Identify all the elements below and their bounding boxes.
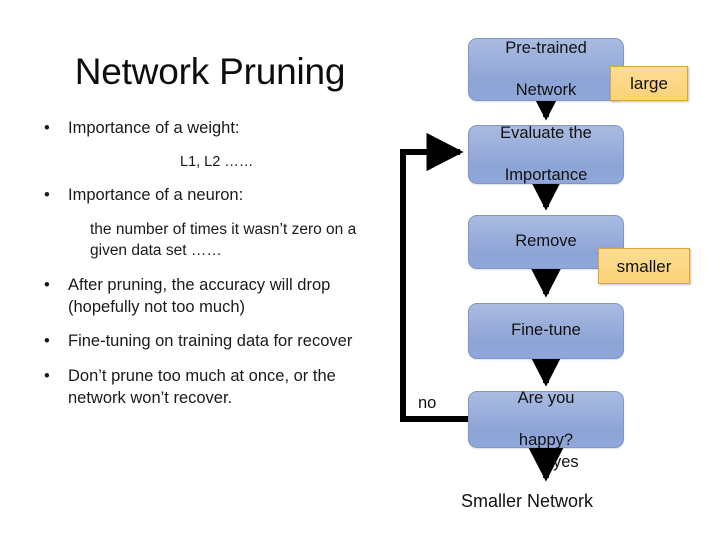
node-happy-line2: happy? — [518, 431, 574, 450]
node-finetune[interactable]: Fine-tune — [468, 303, 624, 359]
arrow-no-feedback-loop — [400, 132, 468, 422]
bullet-marker: • — [44, 367, 50, 386]
list-item-label: Don’t prune too much at once, or the net… — [68, 367, 336, 407]
neuron-definition-text: the number of times it wasn’t zero on a … — [90, 221, 357, 260]
node-pretrained-network[interactable]: Pre-trained Network — [468, 38, 624, 101]
node-happy-line1: Are you — [517, 388, 575, 407]
tag-smaller: smaller — [598, 248, 690, 284]
node-evaluate-line2: Importance — [504, 166, 588, 185]
node-finetune-label: Fine-tune — [511, 321, 581, 340]
bullet-marker: • — [44, 119, 50, 137]
bullet-marker: • — [44, 186, 50, 205]
edge-label-yes: yes — [553, 453, 579, 471]
tag-large: large — [610, 66, 688, 101]
edge-label-no: no — [418, 394, 437, 412]
list-item-label: Fine-tuning on training data for recover — [68, 332, 353, 351]
node-evaluate-line1: Evaluate the — [500, 123, 592, 142]
node-pretrained-line2: Network — [515, 81, 577, 100]
tag-large-label: large — [630, 74, 668, 93]
list-item-label: After pruning, the accuracy will drop (h… — [68, 275, 331, 316]
bullet-list: • Importance of a weight: L1, L2 …… • Im… — [22, 118, 394, 423]
list-item: • Importance of a weight: — [22, 118, 394, 140]
tag-smaller-label: smaller — [616, 256, 672, 276]
node-are-you-happy[interactable]: Are you happy? — [468, 388, 624, 450]
bullet-marker: • — [44, 332, 50, 351]
list-item-label: Importance of a weight: — [68, 119, 240, 137]
weight-examples-text: L1, L2 …… — [180, 153, 254, 170]
list-item: • Importance of a neuron: — [22, 185, 394, 207]
list-item: • Fine-tuning on training data for recov… — [22, 331, 394, 353]
node-evaluate-importance[interactable]: Evaluate the Importance — [468, 123, 624, 185]
list-item-label: Importance of a neuron: — [68, 186, 244, 205]
page-title: Network Pruning — [74, 51, 346, 92]
output-smaller-network: Smaller Network — [461, 491, 594, 511]
bullet-marker: • — [44, 275, 50, 294]
list-item: • After pruning, the accuracy will drop … — [22, 275, 394, 319]
node-remove-label: Remove — [515, 232, 577, 251]
list-item: • Don’t prune too much at once, or the n… — [22, 366, 394, 410]
node-pretrained-line1: Pre-trained — [505, 38, 587, 57]
